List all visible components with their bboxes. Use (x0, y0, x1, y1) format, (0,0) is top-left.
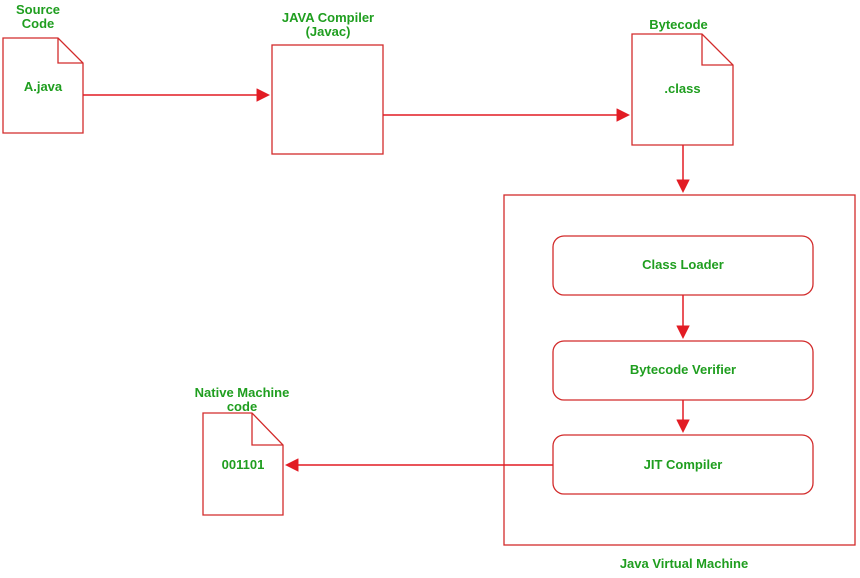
jit-compiler-label: JIT Compiler (643, 457, 723, 472)
jvm-title-label: Java Virtual Machine (619, 556, 749, 571)
bytecode-verifier-label: Bytecode Verifier (629, 362, 737, 377)
source-document-shape (2, 37, 84, 134)
native-document-shape (202, 412, 284, 516)
source-code-label: Source Code (15, 2, 61, 31)
bytecode-document-shape (631, 33, 734, 146)
native-code-label: Native Machine code (194, 385, 290, 414)
class-loader-label: Class Loader (642, 257, 724, 272)
bytecode-file-label: .class (664, 81, 701, 96)
bytecode-label: Bytecode (649, 17, 708, 32)
compiler-label: JAVA Compiler (Javac) (281, 10, 375, 39)
compiler-box-shape (271, 44, 384, 155)
source-file-label: A.java (23, 79, 63, 94)
native-file-label: 001101 (221, 457, 265, 472)
